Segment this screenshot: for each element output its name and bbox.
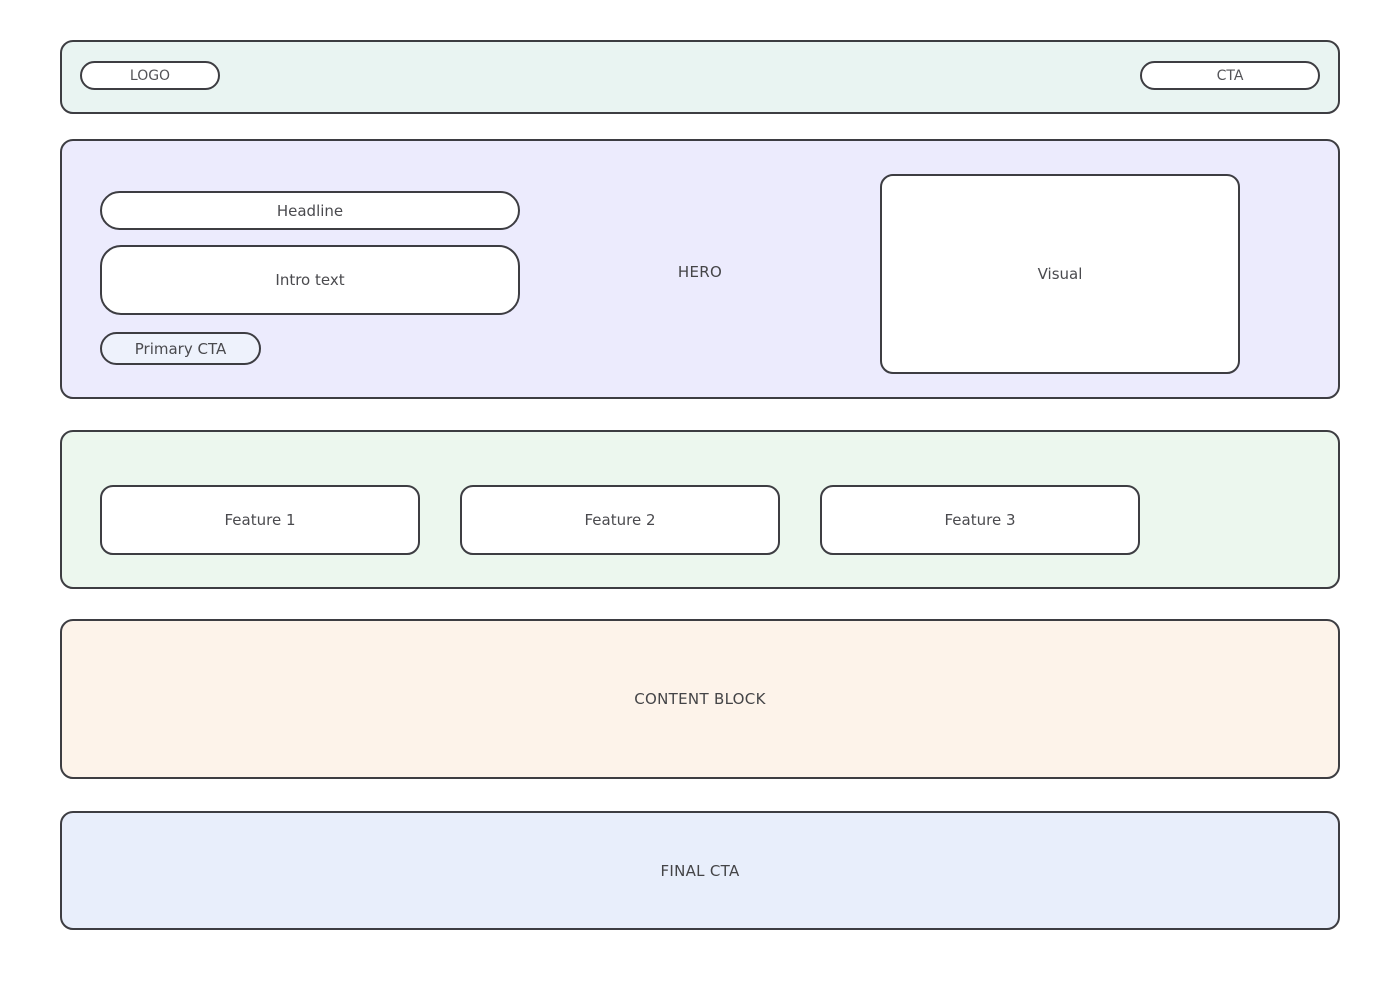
header-section (60, 40, 1340, 114)
hero-headline-placeholder: Headline (100, 191, 520, 230)
feature-card-label: Feature 2 (584, 511, 656, 529)
hero-section-title-text: HERO (677, 263, 723, 281)
logo-button[interactable]: LOGO (80, 61, 220, 90)
hero-visual-placeholder: Visual (880, 174, 1240, 374)
feature-card[interactable]: Feature 1 (100, 485, 420, 555)
content-block-section: CONTENT BLOCK (60, 619, 1340, 779)
hero-visual-label: Visual (1037, 265, 1083, 283)
feature-card-label: Feature 3 (944, 511, 1016, 529)
feature-card[interactable]: Feature 3 (820, 485, 1140, 555)
hero-headline-label: Headline (276, 201, 344, 220)
feature-card[interactable]: Feature 2 (460, 485, 780, 555)
feature-card-label: Feature 1 (224, 511, 296, 529)
hero-section-title: HERO (0, 262, 1400, 281)
logo-label: LOGO (129, 67, 171, 84)
hero-intro-placeholder: Intro text (100, 245, 520, 315)
content-block-label: CONTENT BLOCK (634, 690, 766, 708)
header-cta-button[interactable]: CTA (1140, 61, 1320, 90)
hero-primary-cta-label: Primary CTA (134, 339, 227, 358)
header-cta-label: CTA (1216, 67, 1244, 84)
final-cta-label: FINAL CTA (660, 861, 740, 880)
hero-intro-label: Intro text (275, 271, 345, 289)
hero-primary-cta-button[interactable]: Primary CTA (100, 332, 261, 365)
final-cta-section[interactable]: FINAL CTA (60, 811, 1340, 930)
